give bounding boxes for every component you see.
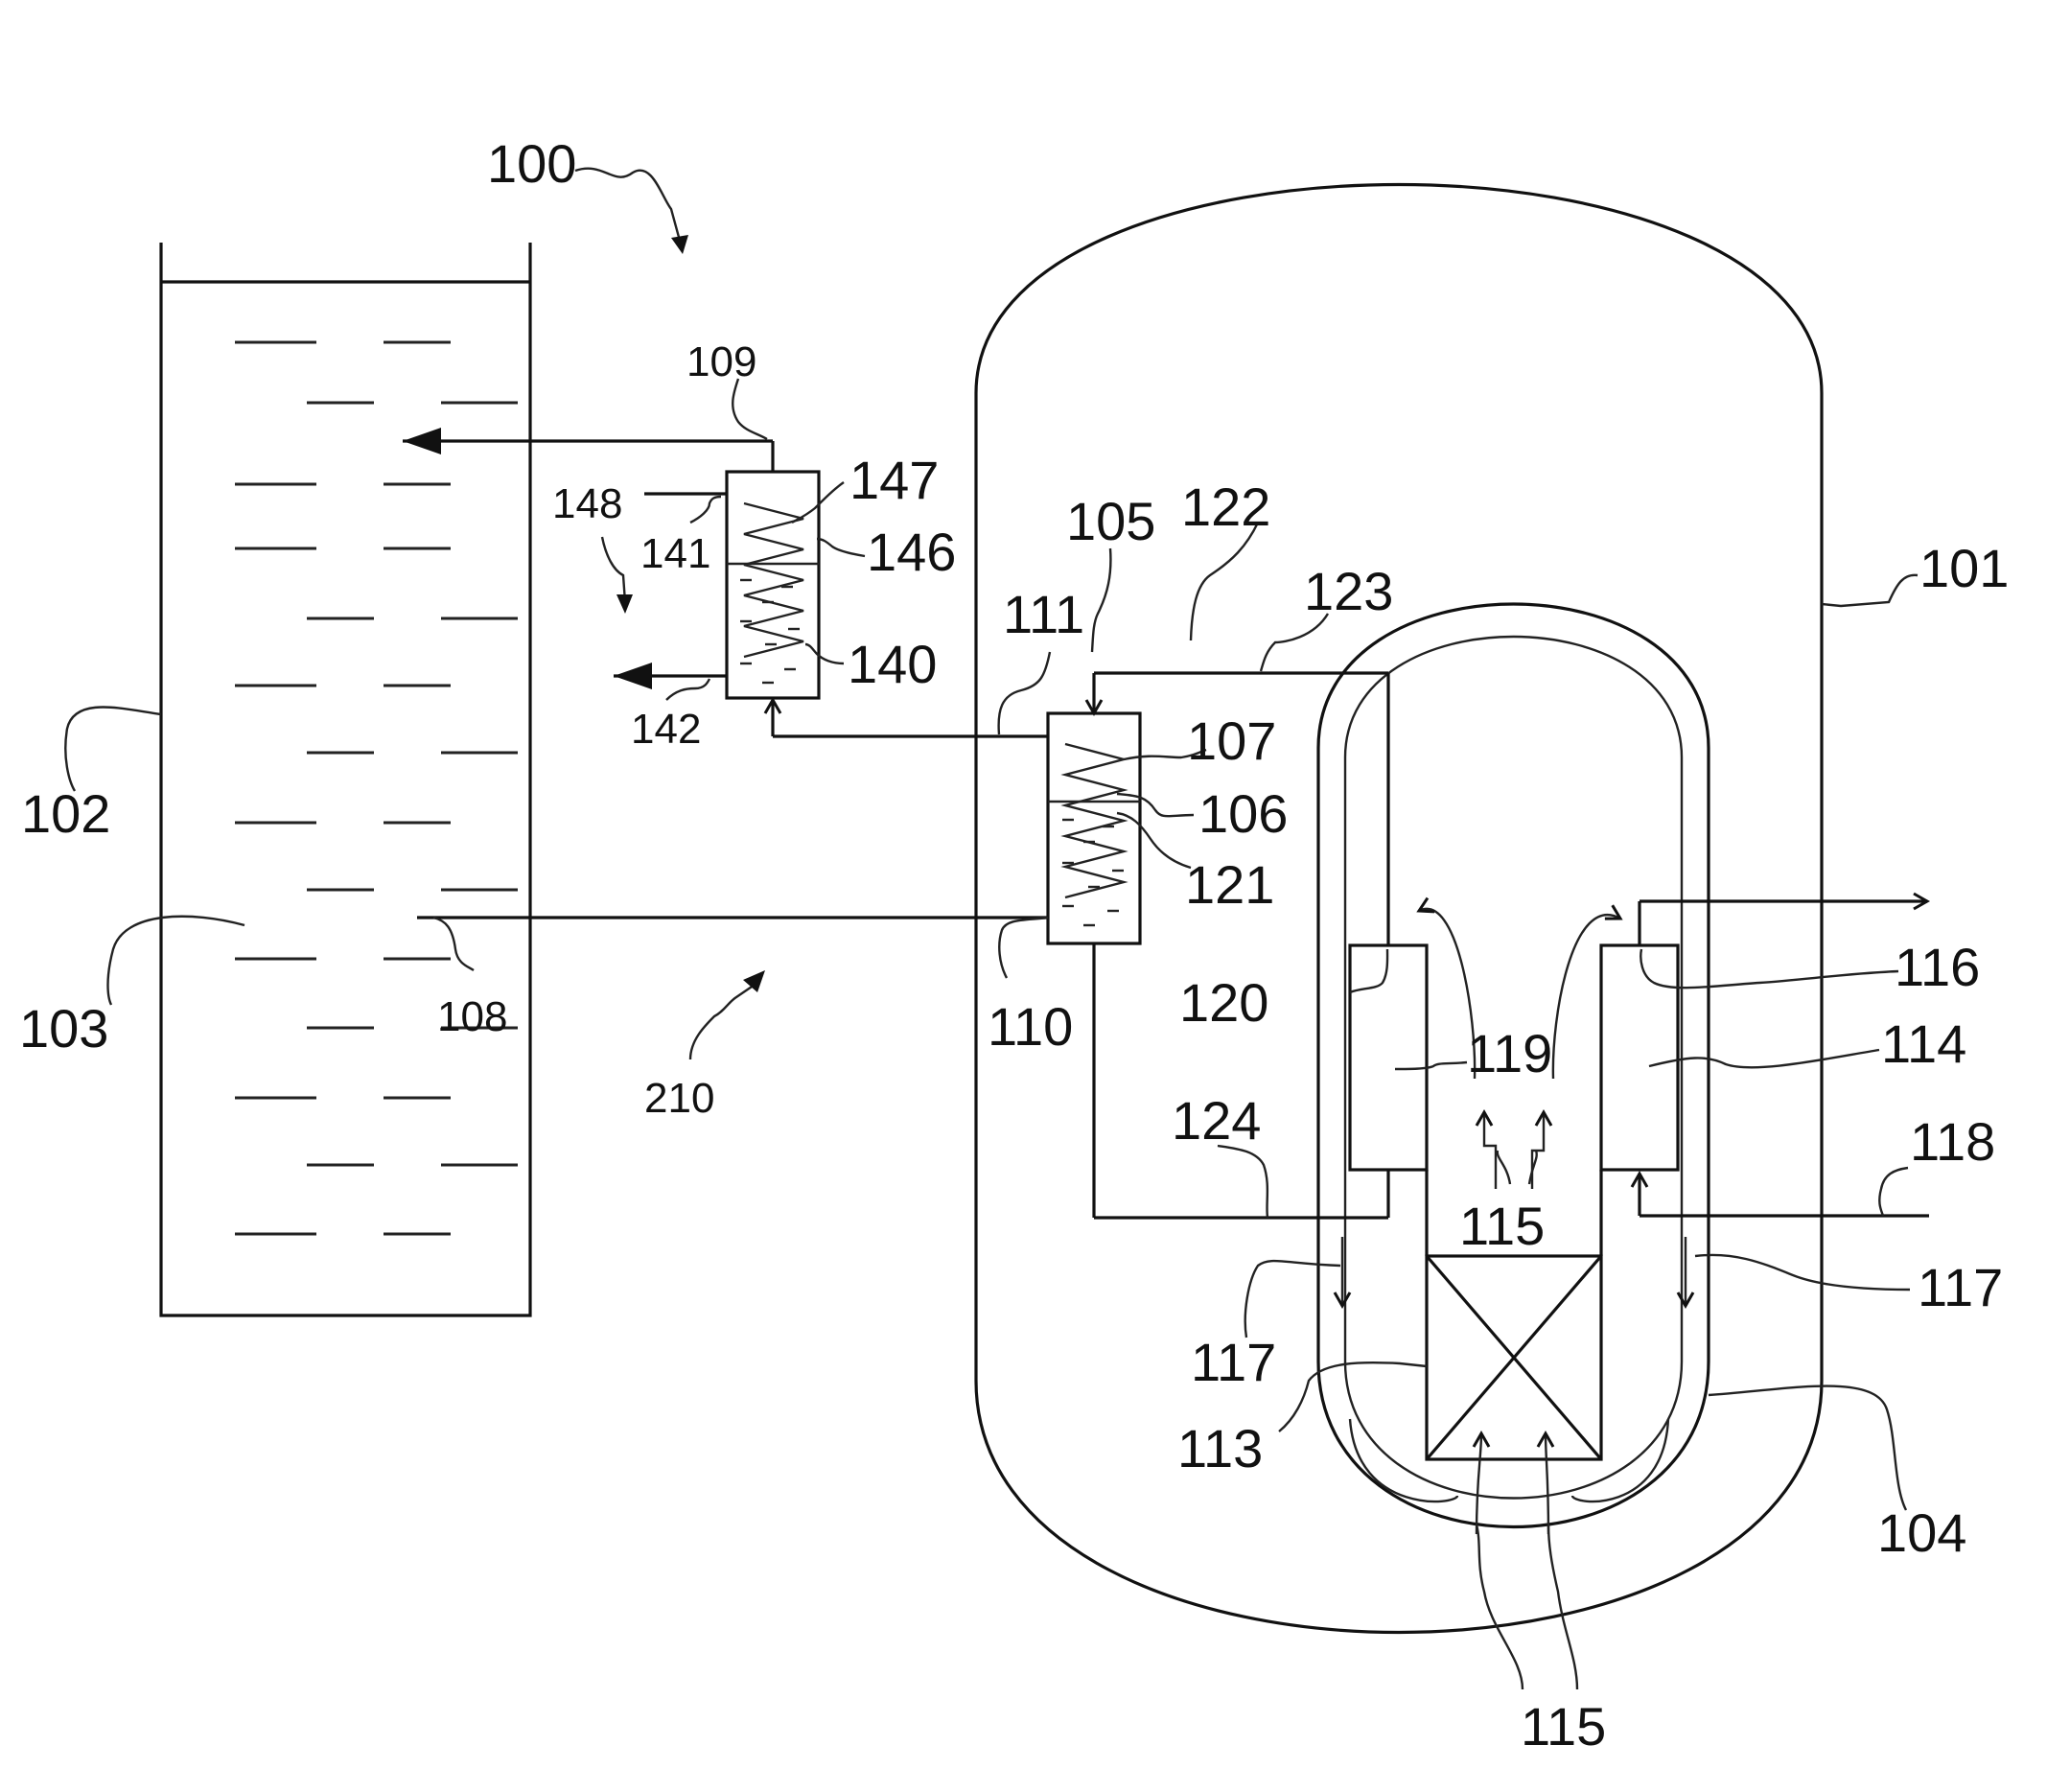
label-115-riser: 115	[1459, 1196, 1545, 1256]
reactor-core	[1427, 1256, 1601, 1459]
heat-exchanger-140	[727, 472, 819, 698]
label-104: 104	[1877, 1502, 1966, 1563]
label-100: 100	[487, 133, 576, 194]
label-122: 122	[1181, 477, 1270, 537]
water-pool	[161, 243, 530, 1315]
steam-generator-114	[1601, 945, 1678, 1170]
label-119: 119	[1467, 1023, 1552, 1083]
water-surface-marks	[235, 342, 518, 1234]
reference-numerals: 100 101 102 103 104 105 106 107 108 109 …	[19, 133, 2009, 1757]
label-117-right: 117	[1918, 1257, 2003, 1317]
label-146: 146	[867, 522, 956, 582]
label-148: 148	[552, 480, 622, 527]
label-124: 124	[1172, 1090, 1261, 1151]
label-123: 123	[1304, 561, 1393, 621]
label-115-bottom: 115	[1521, 1696, 1606, 1757]
label-210: 210	[644, 1075, 714, 1122]
label-106: 106	[1198, 783, 1288, 844]
steam-generator-120	[1350, 945, 1427, 1170]
label-120: 120	[1179, 972, 1268, 1033]
label-111: 111	[1003, 584, 1084, 644]
label-117-left: 117	[1191, 1332, 1276, 1392]
label-101: 101	[1919, 538, 2009, 598]
label-140: 140	[848, 634, 937, 694]
label-121: 121	[1185, 854, 1274, 915]
label-109: 109	[686, 338, 756, 385]
label-141: 141	[640, 530, 710, 577]
piping	[403, 441, 1929, 1218]
label-113: 113	[1177, 1418, 1263, 1478]
containment-vessel	[976, 185, 1822, 1633]
label-114: 114	[1881, 1013, 1966, 1074]
heat-exchanger-105	[1048, 713, 1140, 943]
label-102: 102	[21, 783, 110, 844]
label-147: 147	[849, 450, 939, 510]
label-103: 103	[19, 998, 108, 1059]
label-105: 105	[1066, 491, 1155, 551]
label-116: 116	[1895, 937, 1980, 997]
label-142: 142	[631, 706, 701, 753]
label-107: 107	[1187, 710, 1276, 771]
label-118: 118	[1910, 1111, 1995, 1172]
label-108: 108	[437, 993, 507, 1040]
label-110: 110	[988, 996, 1073, 1057]
